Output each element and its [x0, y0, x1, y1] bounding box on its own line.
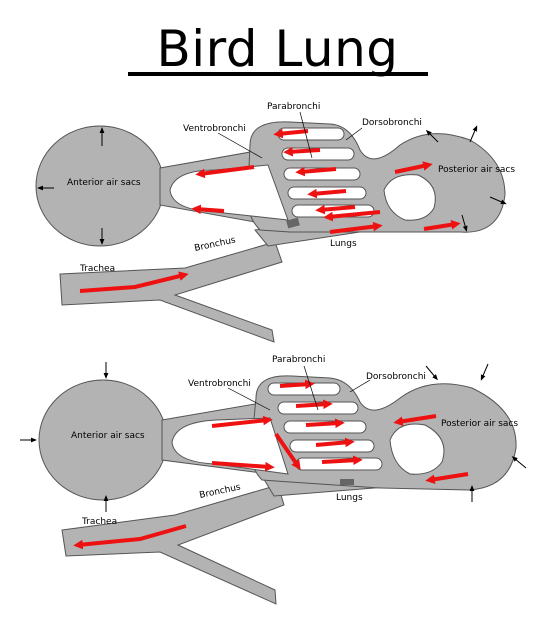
airflow-arrow [305, 418, 345, 429]
airflow-arrow [211, 415, 273, 428]
label-lungs: Lungs [336, 493, 363, 503]
label-ventrobronchi: Ventrobronchi [183, 124, 246, 134]
sac-movement-arrows [20, 362, 527, 512]
title-underline [128, 72, 428, 76]
label-lungs: Lungs [330, 239, 357, 249]
exhalation-panel: Parabronchi Ventrobronchi Dorsobronchi A… [20, 355, 527, 605]
airflow-arrow [315, 204, 356, 215]
label-parabronchi: Parabronchi [267, 102, 320, 112]
label-posterior-air-sacs: Posterior air sacs [438, 165, 515, 175]
sac-movement-arrows [37, 125, 507, 245]
label-bronchus: Bronchus [194, 235, 237, 254]
sac-arrow [425, 365, 438, 381]
airflow-arrow [321, 455, 363, 466]
airflow-arrow [273, 128, 309, 139]
label-ventrobronchi: Ventrobronchi [188, 379, 251, 389]
bronchus-mark [286, 217, 300, 229]
trachea-shape [59, 241, 283, 343]
inhalation-panel: Parabronchi Ventrobronchi Dorsobronchi A… [35, 102, 515, 343]
airflow-arrow [307, 188, 347, 199]
airflow-arrow [295, 166, 337, 177]
tissue-outline [38, 375, 517, 605]
label-anterior-air-sacs: Anterior air sacs [67, 178, 141, 188]
page-title: Bird Lung [156, 20, 399, 78]
airflow-arrow [274, 432, 301, 470]
airflow-arrow [315, 437, 355, 448]
airflow-arrow [323, 210, 381, 222]
airflow-arrow [283, 146, 321, 157]
bronchus-mark [340, 479, 354, 485]
label-trachea: Trachea [81, 517, 117, 527]
sac-arrow [511, 456, 527, 469]
label-dorsobronchi: Dorsobronchi [362, 118, 422, 128]
airflow-arrow [393, 414, 437, 426]
airflow-arrow [329, 221, 383, 234]
label-trachea: Trachea [79, 264, 115, 274]
airflow-arrow [394, 161, 433, 174]
airflow-arrow [211, 461, 275, 472]
airflow-arrow [73, 524, 187, 550]
posterior-hollow [389, 423, 445, 475]
sac-arrow [469, 125, 478, 143]
leader-dorsobronchi [349, 379, 371, 393]
leader-parabronchi [299, 111, 313, 159]
ventrobronchus-hollow [169, 164, 289, 221]
sac-arrow [489, 196, 507, 205]
label-leaders [227, 365, 371, 411]
posterior-hollow [383, 174, 436, 221]
leader-dorsobronchi [345, 127, 363, 141]
airflow-arrows [79, 128, 461, 293]
leader-ventrobronchi [217, 132, 263, 159]
airflow-arrow [195, 165, 255, 179]
leader-parabronchi [303, 365, 319, 411]
label-posterior-air-sacs: Posterior air sacs [441, 419, 518, 429]
title-block: Bird Lung [0, 0, 555, 90]
tissue-outline [35, 121, 506, 343]
airflow-arrow [279, 379, 315, 390]
airflow-arrows [73, 379, 469, 550]
airflow-arrow [423, 219, 461, 231]
ventrobronchus-hollow [171, 417, 289, 475]
sac-arrow [425, 129, 439, 143]
airflow-arrow [79, 271, 189, 293]
leader-ventrobronchi [227, 387, 271, 411]
trachea-shape [61, 484, 285, 605]
label-anterior-air-sacs: Anterior air sacs [71, 431, 145, 441]
parabronchus-3 [283, 420, 367, 434]
label-dorsobronchi: Dorsobronchi [366, 372, 426, 382]
label-parabronchi: Parabronchi [272, 355, 325, 365]
airflow-arrow [425, 472, 469, 484]
label-leaders [217, 111, 363, 159]
airflow-arrow [295, 399, 333, 410]
sac-arrow [461, 214, 468, 232]
airflow-arrow [191, 204, 225, 215]
sac-arrow [480, 363, 489, 381]
